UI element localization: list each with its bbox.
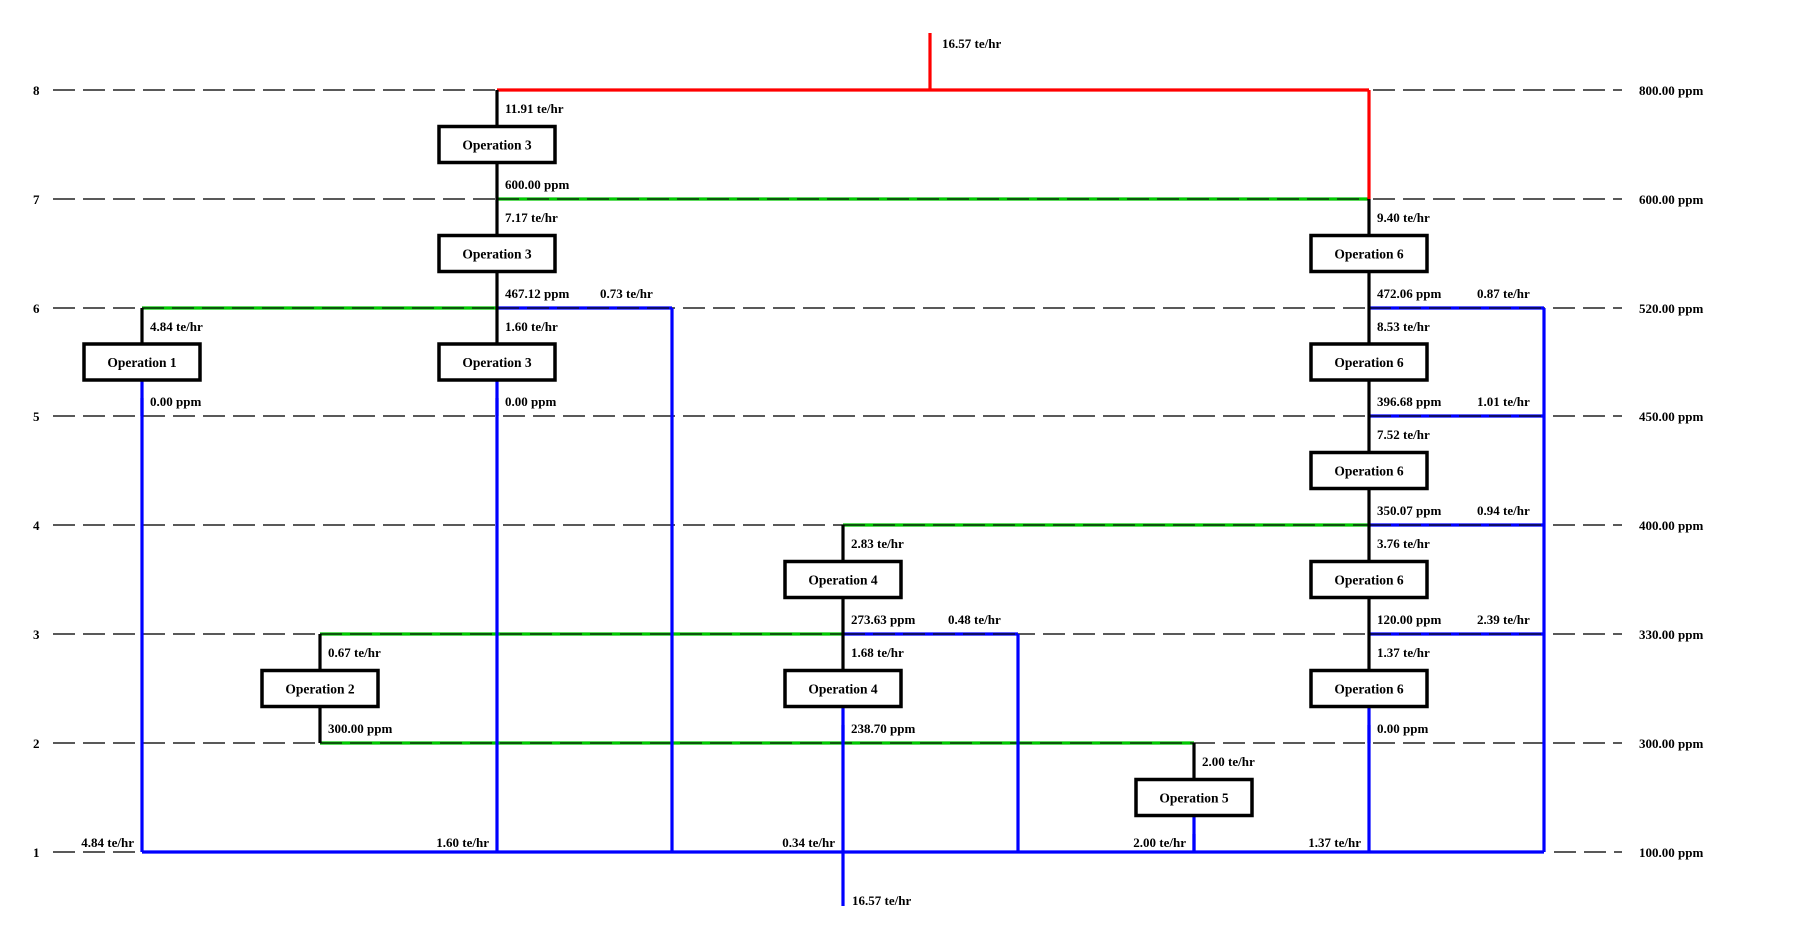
operation-box-frame xyxy=(1309,668,1429,709)
operation-box-op6b[interactable]: Operation 6 xyxy=(1309,342,1429,382)
outlet-flow-op6: 1.37 te/hr xyxy=(1308,835,1361,850)
inlet-flow-label-op6e: 1.37 te/hr xyxy=(1377,645,1430,660)
outlet-conc-label-op6c: 350.07 ppm xyxy=(1377,503,1441,518)
operation-box-frame xyxy=(1309,233,1429,274)
operation-box-frame xyxy=(1309,342,1429,382)
inlet-flow-label-op5: 2.00 te/hr xyxy=(1202,754,1255,769)
operation-box-frame xyxy=(82,342,202,382)
level-index-6: 6 xyxy=(33,301,40,316)
inlet-flow-label-op3b: 7.17 te/hr xyxy=(505,210,558,225)
level-index-1: 1 xyxy=(33,845,40,860)
operation-box-op4b[interactable]: Operation 4 xyxy=(783,668,903,709)
operation-label: Operation 2 xyxy=(285,682,355,697)
outlet-flow-op5: 2.00 te/hr xyxy=(1133,835,1186,850)
operation-label: Operation 6 xyxy=(1334,573,1404,588)
operation-box-frame xyxy=(1309,559,1429,600)
level-index-5: 5 xyxy=(33,409,40,424)
inlet-flow-label-op4b: 1.68 te/hr xyxy=(851,645,904,660)
outlet-conc-label-op6d: 120.00 ppm xyxy=(1377,612,1441,627)
operation-box-frame xyxy=(783,559,903,600)
outlet-conc-label-op6e: 0.00 ppm xyxy=(1377,721,1428,736)
streams xyxy=(140,33,1546,906)
operation-box-frame xyxy=(1134,777,1254,818)
outlet-conc-label-op6b: 396.68 ppm xyxy=(1377,394,1441,409)
outlet-conc-label-op3c: 0.00 ppm xyxy=(505,394,556,409)
operation-label: Operation 3 xyxy=(462,247,532,262)
operation-box-frame xyxy=(783,668,903,709)
level-conc-4: 400.00 ppm xyxy=(1639,518,1703,533)
outlet-conc-label-op6a: 472.06 ppm xyxy=(1377,286,1441,301)
level-labels: 8 7 6 5 4 3 2 1 800.00 ppm 600.00 ppm 52… xyxy=(33,83,1703,860)
operation-box-op5[interactable]: Operation 5 xyxy=(1134,777,1254,818)
level-index-8: 8 xyxy=(33,83,40,98)
inlet-flow-label-op3a: 11.91 te/hr xyxy=(505,101,564,116)
operation-label: Operation 3 xyxy=(462,355,532,370)
level-conc-2: 300.00 ppm xyxy=(1639,736,1703,751)
operation-box-op3c[interactable]: Operation 3 xyxy=(437,342,557,382)
outlet-flow-op3: 1.60 te/hr xyxy=(436,835,489,850)
branch-flow-op6-level5: 1.01 te/hr xyxy=(1477,394,1530,409)
operation-label: Operation 1 xyxy=(107,355,177,370)
inlet-flow-label-op6a: 9.40 te/hr xyxy=(1377,210,1430,225)
flow-labels: 16.57 te/hr 16.57 te/hr 0.73 te/hr 0.87 … xyxy=(81,36,1530,908)
operation-box-frame xyxy=(1309,450,1429,491)
operation-label: Operation 4 xyxy=(808,573,878,588)
inlet-flow-label-op6b: 8.53 te/hr xyxy=(1377,319,1430,334)
operation-box-op1[interactable]: Operation 1 xyxy=(82,342,202,382)
sink-flow-label: 16.57 te/hr xyxy=(852,893,911,908)
outlet-conc-label-op4b: 238.70 ppm xyxy=(851,721,915,736)
operation-box-op3b[interactable]: Operation 3 xyxy=(437,233,557,274)
branch-flow-op6-level4: 0.94 te/hr xyxy=(1477,503,1530,518)
outlet-conc-label-op1: 0.00 ppm xyxy=(150,394,201,409)
operation-box-op6d[interactable]: Operation 6 xyxy=(1309,559,1429,600)
inlet-flow-label-op6c: 7.52 te/hr xyxy=(1377,427,1430,442)
outlet-flow-op1: 4.84 te/hr xyxy=(81,835,134,850)
operation-label: Operation 3 xyxy=(462,138,532,153)
level-index-3: 3 xyxy=(33,627,40,642)
operation-box-frame xyxy=(437,342,557,382)
branch-flow-op6-level6: 0.87 te/hr xyxy=(1477,286,1530,301)
operation-box-op4a[interactable]: Operation 4 xyxy=(783,559,903,600)
level-index-7: 7 xyxy=(33,192,40,207)
operation-box-op3a[interactable]: Operation 3 xyxy=(437,124,557,165)
branch-flow-op3-level6: 0.73 te/hr xyxy=(600,286,653,301)
operation-label: Operation 6 xyxy=(1334,464,1404,479)
level-conc-7: 600.00 ppm xyxy=(1639,192,1703,207)
inlet-flow-label-op1: 4.84 te/hr xyxy=(150,319,203,334)
operation-label: Operation 6 xyxy=(1334,247,1404,262)
outlet-conc-label-op2: 300.00 ppm xyxy=(328,721,392,736)
operation-label: Operation 5 xyxy=(1159,791,1229,806)
operation-box-op6e[interactable]: Operation 6 xyxy=(1309,668,1429,709)
operation-box-frame xyxy=(437,233,557,274)
inlet-flow-label-op6d: 3.76 te/hr xyxy=(1377,536,1430,551)
level-conc-1: 100.00 ppm xyxy=(1639,845,1703,860)
operation-box-frame xyxy=(260,668,380,709)
level-conc-5: 450.00 ppm xyxy=(1639,409,1703,424)
outlet-conc-label-op3b: 467.12 ppm xyxy=(505,286,569,301)
outlet-conc-label-op4a: 273.63 ppm xyxy=(851,612,915,627)
branch-flow-op4-level3: 0.48 te/hr xyxy=(948,612,1001,627)
level-conc-6: 520.00 ppm xyxy=(1639,301,1703,316)
operation-label: Operation 6 xyxy=(1334,355,1404,370)
operation-label: Operation 6 xyxy=(1334,682,1404,697)
inlet-flow-label-op2: 0.67 te/hr xyxy=(328,645,381,660)
operation-box-op6a[interactable]: Operation 6 xyxy=(1309,233,1429,274)
level-index-2: 2 xyxy=(33,736,40,751)
level-conc-8: 800.00 ppm xyxy=(1639,83,1703,98)
operation-label: Operation 4 xyxy=(808,682,878,697)
operation-box-op2[interactable]: Operation 2 xyxy=(260,668,380,709)
inlet-flow-label-op4a: 2.83 te/hr xyxy=(851,536,904,551)
level-index-4: 4 xyxy=(33,518,40,533)
source-flow-label: 16.57 te/hr xyxy=(942,36,1001,51)
outlet-conc-label-op3a: 600.00 ppm xyxy=(505,177,569,192)
inlet-flow-label-op3c: 1.60 te/hr xyxy=(505,319,558,334)
level-conc-3: 330.00 ppm xyxy=(1639,627,1703,642)
branch-flow-op6-level3: 2.39 te/hr xyxy=(1477,612,1530,627)
operation-box-frame xyxy=(437,124,557,165)
outlet-flow-op4: 0.34 te/hr xyxy=(782,835,835,850)
operation-box-op6c[interactable]: Operation 6 xyxy=(1309,450,1429,491)
